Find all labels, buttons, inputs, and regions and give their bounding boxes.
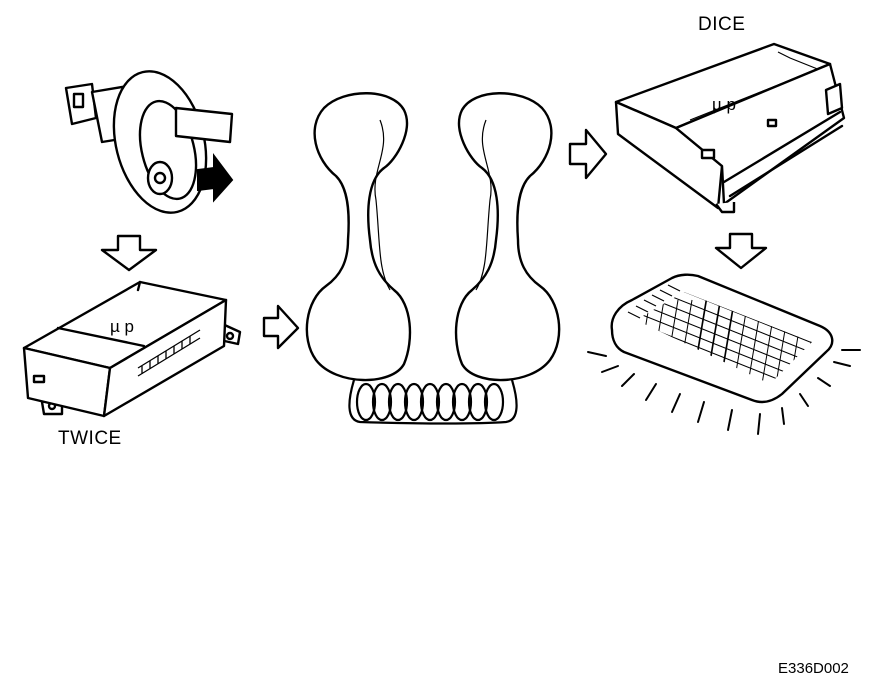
figure-code: E336D002 <box>778 660 849 677</box>
twice-mu-p-label: µ p <box>110 317 134 336</box>
flow-arrow-down-icon <box>100 234 158 272</box>
dice-label: DICE <box>698 14 746 35</box>
flow-arrow-right-1-icon <box>262 304 300 350</box>
coiled-cord-icon <box>348 379 518 425</box>
telephone-handsets-icon <box>305 92 561 382</box>
twice-label: TWICE <box>58 428 122 449</box>
flow-arrow-down-2-icon <box>714 232 768 270</box>
twice-module-icon: µ p <box>22 280 242 418</box>
rotation-arrow-icon <box>197 153 234 203</box>
ignition-switch-icon <box>64 70 234 214</box>
display-panel-icon <box>587 273 861 435</box>
dice-mu-p-label: µ p <box>712 95 736 114</box>
flow-arrow-right-2-icon <box>568 128 608 180</box>
dice-module-icon: µ p <box>614 42 846 214</box>
